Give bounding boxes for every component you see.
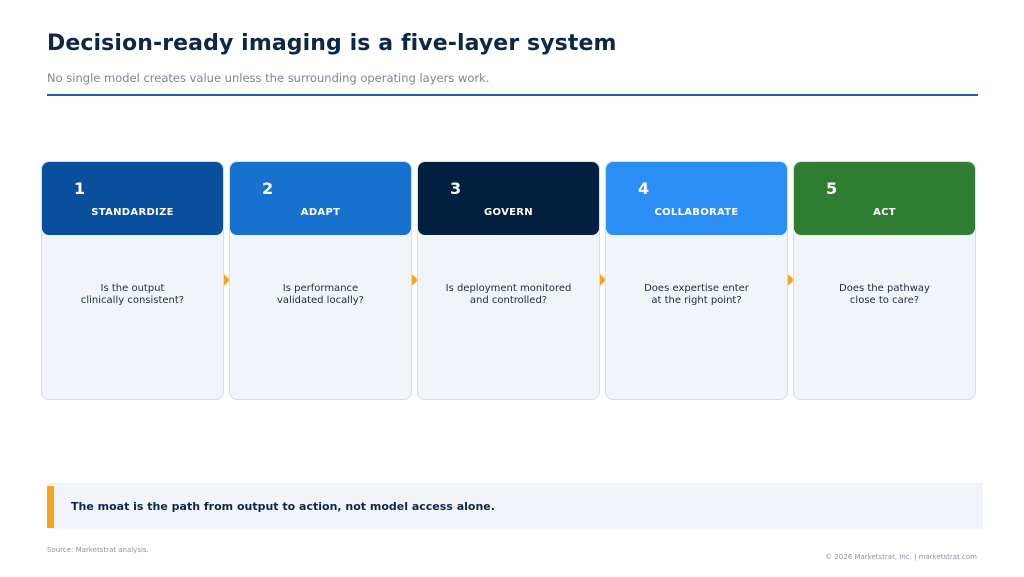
layer-name: GOVERN	[484, 207, 533, 218]
callout-text: The moat is the path from output to acti…	[71, 500, 495, 513]
layer-question: Is the output clinically consistent?	[80, 283, 185, 306]
layer-name: STANDARDIZE	[91, 207, 174, 218]
connector-arrow-icon	[224, 274, 230, 286]
connector-arrow-icon	[788, 274, 794, 286]
layer-card-govern: 3 GOVERN Is deployment monitored and con…	[417, 161, 600, 400]
layer-card-act: 5 ACT Does the pathway close to care?	[793, 161, 976, 400]
layer-flow: 1 STANDARDIZE Is the output clinically c…	[41, 161, 978, 401]
layer-card-collaborate: 4 COLLABORATE Does expertise enter at th…	[605, 161, 788, 400]
source-note: Source: Marketstrat analysis.	[47, 546, 149, 554]
layer-name: ADAPT	[300, 207, 341, 218]
connector-arrow-icon	[412, 274, 418, 286]
layer-name: ACT	[873, 207, 896, 218]
key-takeaway-callout: The moat is the path from output to acti…	[47, 483, 983, 529]
layer-header-collaborate: 4 COLLABORATE	[606, 162, 787, 235]
layer-header-govern: 3 GOVERN	[418, 162, 599, 235]
layer-question: Does the pathway close to care?	[839, 283, 930, 306]
layer-question: Is deployment monitored and controlled?	[445, 283, 572, 306]
layer-number: 4	[638, 179, 650, 198]
layer-number: 2	[262, 179, 274, 198]
connector-arrow-icon	[600, 274, 606, 286]
layer-number: 5	[826, 179, 838, 198]
callout-accent-bar	[47, 486, 54, 528]
layer-question: Is performance validated locally?	[277, 283, 364, 306]
layer-number: 3	[450, 179, 462, 198]
page-subtitle: No single model creates value unless the…	[47, 71, 490, 85]
layer-number: 1	[74, 179, 86, 198]
page-title: Decision-ready imaging is a five-layer s…	[47, 31, 617, 56]
layer-header-standardize: 1 STANDARDIZE	[42, 162, 223, 235]
copyright-note: © 2026 Marketstrat, Inc. | marketstrat.c…	[825, 553, 977, 561]
layer-question: Does expertise enter at the right point?	[644, 283, 749, 306]
title-divider	[47, 94, 978, 96]
layer-name: COLLABORATE	[654, 207, 739, 218]
layer-card-adapt: 2 ADAPT Is performance validated locally…	[229, 161, 412, 400]
layer-header-act: 5 ACT	[794, 162, 975, 235]
layer-card-standardize: 1 STANDARDIZE Is the output clinically c…	[41, 161, 224, 400]
layer-header-adapt: 2 ADAPT	[230, 162, 411, 235]
